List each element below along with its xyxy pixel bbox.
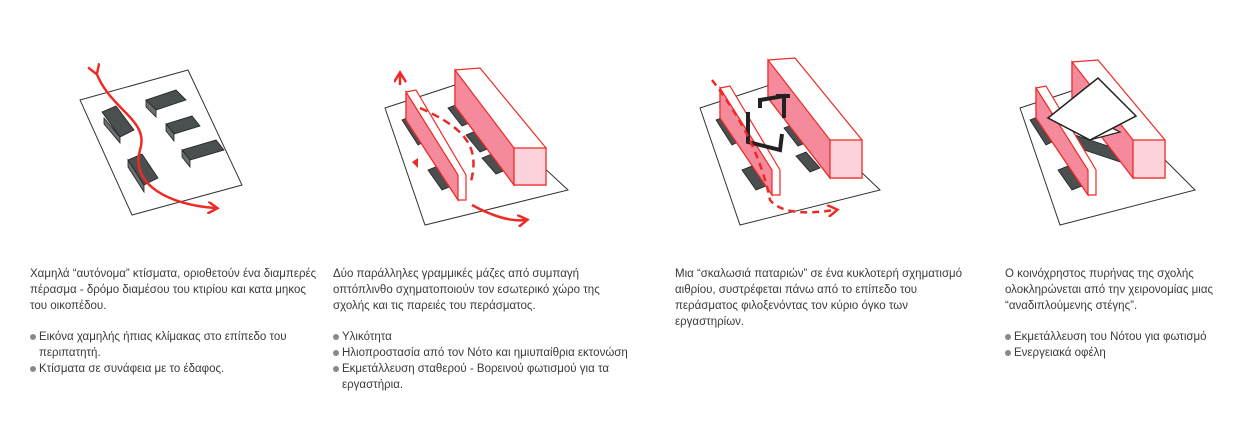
panel-1-text: Χαμηλά “αυτόνομα” κτίσματα, οριοθετούν έ…	[30, 266, 320, 377]
bullet-item: Ενεργειακά οφέλη	[1005, 345, 1245, 361]
diagram-low-buildings	[79, 70, 243, 216]
diagram-mezzanine-scaffold	[699, 57, 882, 226]
bullet-item: Υλικότητα	[333, 329, 633, 345]
diagram-parallel-masses	[384, 67, 570, 225]
panel-1-description: Χαμηλά “αυτόνομα” κτίσματα, οριοθετούν έ…	[30, 268, 317, 312]
bullet-item: Κτίσματα σε συνάφεια με το έδαφος.	[30, 361, 320, 377]
panel-2-description: Δύο παράλληλες γραμμικές μάζες από συμπα…	[333, 268, 600, 312]
concept-diagrams	[79, 57, 1196, 250]
panel-2-text: Δύο παράλληλες γραμμικές μάζες από συμπα…	[333, 266, 633, 393]
diagram-folding-roof	[1019, 59, 1196, 226]
bullet-item: Εκμετάλλευση του Νότου για φωτισμό	[1005, 329, 1245, 345]
panel-4-text: Ο κοινόχρηστος πυρήνας της σχολής ολοκλη…	[1005, 266, 1245, 361]
panel-4-bullets: Εκμετάλλευση του Νότου για φωτισμό Ενεργ…	[1005, 329, 1245, 361]
panel-1-bullets: Εικόνα χαμηλής ήπιας κλίμακας στο επίπεδ…	[30, 329, 320, 377]
bullet-item: Ηλιοπροστασία από τον Νότο και ημιυπαίθρ…	[333, 345, 633, 361]
bullet-item: Εκμετάλλευση σταθερού - Βορεινού φωτισμο…	[333, 361, 633, 393]
bullet-item: Εικόνα χαμηλής ήπιας κλίμακας στο επίπεδ…	[30, 329, 320, 361]
panel-3-description: Μια “σκαλωσιά παταριών” σε ένα κυκλοτερή…	[675, 268, 963, 328]
panel-3-text: Μια “σκαλωσιά παταριών” σε ένα κυκλοτερή…	[675, 266, 965, 345]
panel-2-bullets: Υλικότητα Ηλιοπροστασία από τον Νότο και…	[333, 329, 633, 393]
panel-4-description: Ο κοινόχρηστος πυρήνας της σχολής ολοκλη…	[1005, 268, 1214, 312]
